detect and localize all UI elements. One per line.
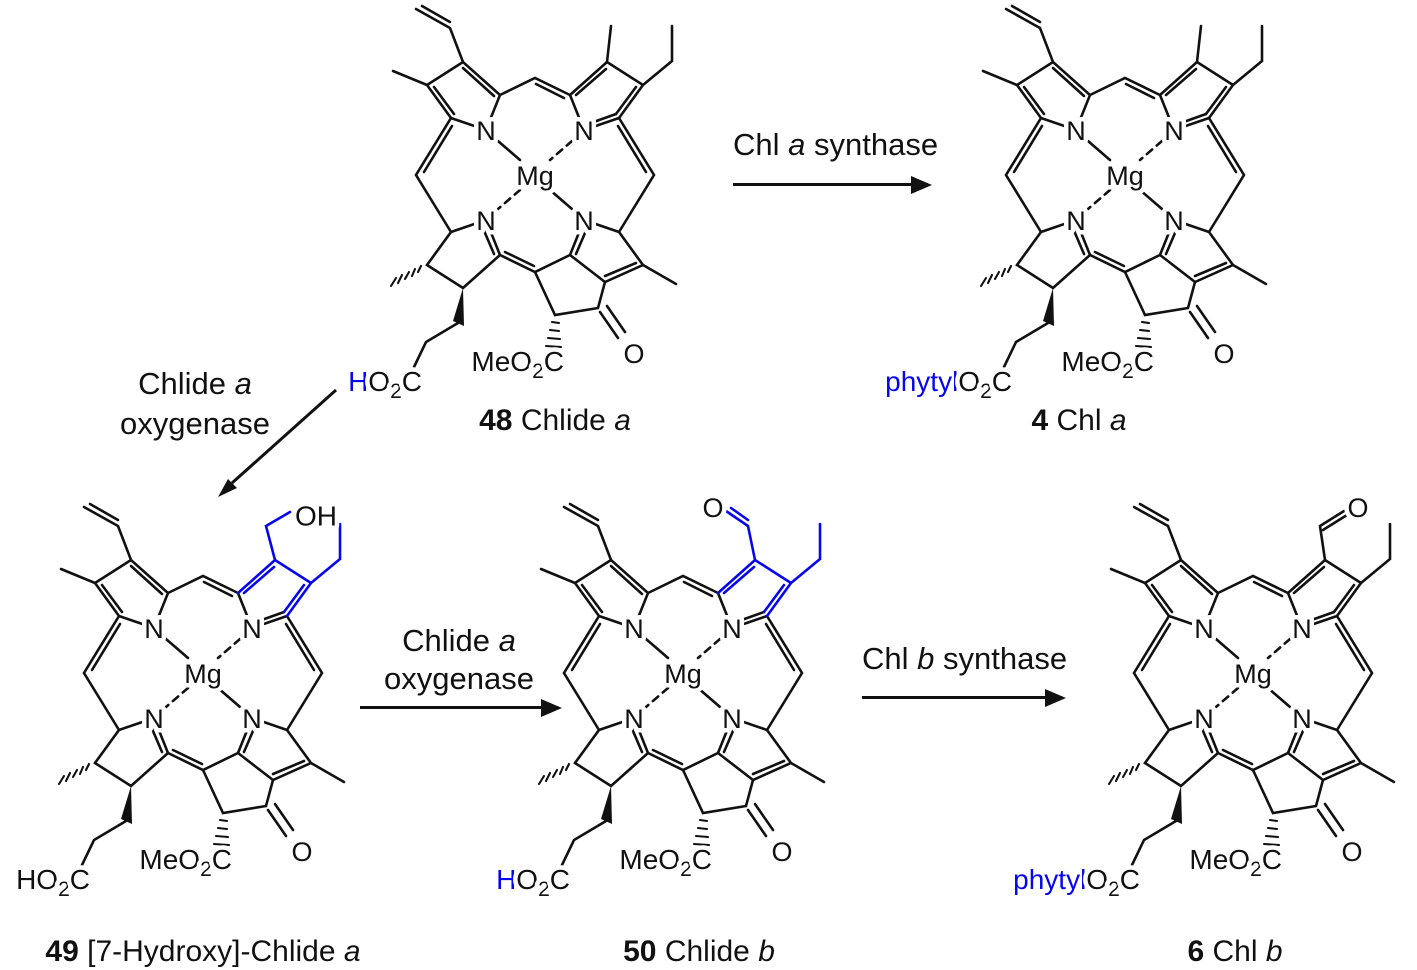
ring-b-bonds-modified — [236, 510, 342, 618]
structure-48-caption: 48 Chlide a — [479, 404, 631, 437]
formyl-oxygen-label: O — [702, 493, 723, 523]
methyl-ester-label: MeO2C — [139, 844, 232, 881]
structure-6-caption: 6 Chl b — [1187, 935, 1283, 968]
reaction-arrow-chl-a-synthase: Chl a synthase — [733, 126, 939, 194]
nitrogen-label: N — [1164, 116, 1184, 146]
keto-oxygen-label: O — [771, 837, 792, 867]
arrow-head-icon — [218, 479, 237, 497]
methyl-ester-label: MeO2C — [1061, 346, 1154, 383]
formyl-oxygen-label: O — [1347, 493, 1368, 523]
keto-oxygen-label: O — [291, 837, 312, 867]
structure-6-drawing: N N N N Mg O MeO2C O phytylO2C — [1009, 489, 1396, 906]
nitrogen-label: N — [1164, 206, 1184, 236]
diagonal-arrow-label: Chlide a oxygenase — [120, 366, 270, 441]
nitrogen-label: N — [574, 206, 594, 236]
keto-oxygen-label: O — [623, 339, 644, 369]
nitrogen-label: N — [242, 614, 262, 644]
methyl-ester-label: MeO2C — [619, 844, 712, 881]
arrow-label: Chlide a oxygenase — [384, 623, 534, 696]
nitrogen-label: N — [1066, 206, 1086, 236]
magnesium-label: Mg — [1106, 161, 1144, 191]
acid-group-label: HO2C — [16, 864, 90, 901]
arrow-line — [733, 175, 932, 194]
c7-methyl-bond — [1195, 24, 1203, 64]
acid-group-label: HO2C — [348, 366, 422, 403]
methyl-ester-label: MeO2C — [1189, 844, 1282, 881]
methyl-ester-label: MeO2C — [471, 346, 564, 383]
nitrogen-label: N — [476, 116, 496, 146]
nitrogen-label: N — [1292, 704, 1312, 734]
nitrogen-label: N — [1292, 614, 1312, 644]
hydroxyl-label: OH — [295, 501, 337, 532]
magnesium-label: Mg — [664, 659, 702, 689]
structure-50-drawing: N N N N Mg O MeO2C O HO2C — [492, 489, 826, 906]
keto-oxygen-label: O — [1341, 837, 1362, 867]
structure-4-drawing: N N N N Mg MeO2C O phytylO2C — [881, 4, 1268, 408]
nitrogen-label: N — [476, 206, 496, 236]
nitrogen-label: N — [144, 614, 164, 644]
structure-48-drawing: N N N N Mg MeO2C O HO2C — [344, 4, 678, 408]
structure-4-caption: 4 Chl a — [1031, 404, 1127, 437]
c7-methyl-bond — [605, 24, 613, 64]
arrow-head-icon — [1045, 688, 1066, 707]
arrow-line — [862, 688, 1066, 707]
nitrogen-label: N — [574, 116, 594, 146]
c7-formyl-bond — [1318, 509, 1349, 562]
reaction-arrow-chlide-a-oxygenase: Chlide a oxygenase — [360, 622, 562, 717]
structure-48: N N N N Mg MeO2C O HO2C 48 Chlide a — [344, 0, 720, 472]
ring-b-bonds-modified — [716, 506, 822, 618]
structure-49-caption: 49 [7-Hydroxy]-Chlide a — [45, 935, 361, 968]
ring-b-bonds — [568, 24, 674, 120]
structure-50-caption: 50 Chlide b — [623, 935, 775, 968]
diagonal-reaction-arrow — [218, 388, 337, 497]
nitrogen-label: N — [722, 704, 742, 734]
keto-oxygen-label: O — [1213, 339, 1234, 369]
structure-49-drawing: N N N N Mg OH MeO2C O HO2C — [12, 496, 346, 906]
acid-group-label: HO2C — [496, 864, 570, 901]
arrow-head-icon — [911, 175, 932, 194]
structure-49: N N N N Mg OH MeO2C O HO2C 49 [7-Hydroxy… — [12, 496, 388, 970]
arrow-line — [360, 698, 562, 717]
nitrogen-label: N — [624, 704, 644, 734]
nitrogen-label: N — [624, 614, 644, 644]
nitrogen-label: N — [722, 614, 742, 644]
magnesium-label: Mg — [184, 659, 222, 689]
arrow-label: Chl a synthase — [733, 127, 939, 162]
acid-group-label: phytylO2C — [1013, 864, 1140, 901]
structure-6: N N N N Mg O MeO2C O phytylO2C 6 Chl b — [1009, 489, 1417, 970]
reaction-arrow-chl-b-synthase: Chl b synthase — [862, 640, 1068, 707]
nitrogen-label: N — [1066, 116, 1086, 146]
structure-50: N N N N Mg O MeO2C O HO2C 50 Chlide b — [492, 489, 868, 970]
magnesium-label: Mg — [516, 161, 554, 191]
acid-group-label: phytylO2C — [885, 366, 1012, 403]
magnesium-label: Mg — [1234, 659, 1272, 689]
c7-hydroxymethyl-bond — [264, 510, 292, 562]
structure-4: N N N N Mg MeO2C O phytylO2C 4 Chl a — [881, 0, 1310, 472]
nitrogen-label: N — [144, 704, 164, 734]
arrow-head-icon — [541, 698, 562, 717]
arrow-label: Chl b synthase — [862, 641, 1068, 676]
c7-formyl-bond — [724, 506, 757, 562]
nitrogen-label: N — [1194, 614, 1214, 644]
nitrogen-label: N — [242, 704, 262, 734]
ring-b-bonds — [1158, 24, 1264, 120]
ring-b-bonds — [1286, 509, 1392, 618]
nitrogen-label: N — [1194, 704, 1214, 734]
